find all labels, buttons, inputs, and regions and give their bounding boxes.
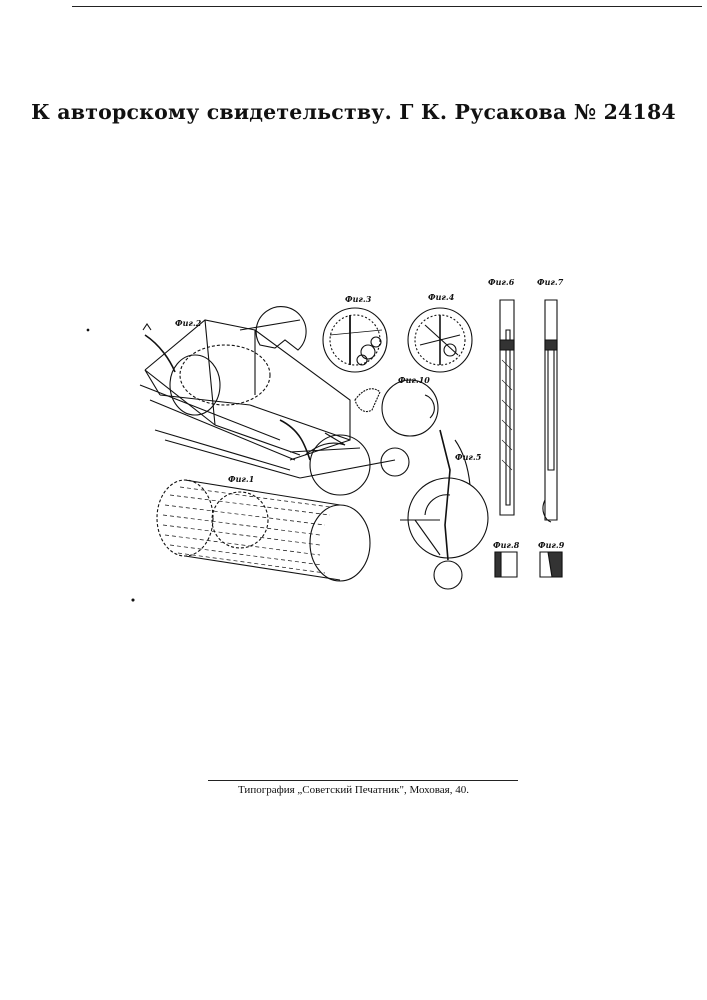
- figure-8-section-drawing: Фиг.8: [493, 540, 520, 577]
- figure-6-label: Фиг.6: [488, 277, 515, 287]
- figure-6-rod-section: Фиг.6: [488, 277, 515, 515]
- printer-imprint: Типография „Советский Печатник", Моховая…: [0, 784, 707, 796]
- figure-3-disc-drawing: Фиг.3: [323, 294, 387, 372]
- figure-8-label: Фиг.8: [493, 540, 520, 550]
- figure-4-label: Фиг.4: [428, 292, 455, 302]
- figure-3-label: Фиг.3: [345, 294, 372, 304]
- figure-1-drum-drawing: Фиг.1: [157, 474, 370, 581]
- figure-4-disc-drawing: Фиг.4: [408, 292, 472, 372]
- figure-10-disc-drawing: Фиг.10: [355, 375, 438, 436]
- figure-9-label: Фиг.9: [538, 540, 565, 550]
- figure-10-label: Фиг.10: [398, 375, 430, 385]
- figure-1-label: Фиг.1: [228, 474, 254, 484]
- footer-rule: [208, 780, 518, 781]
- figure-7-label: Фиг.7: [537, 277, 564, 287]
- figure-5-label: Фиг.5: [455, 452, 482, 462]
- figure-2-label: Фиг.2: [175, 318, 202, 328]
- figure-5-wheel-drawing: Фиг.5: [400, 430, 488, 589]
- figure-7-rod-drawing: Фиг.7: [537, 277, 564, 522]
- figure-2-frame-drawing: Фиг.2: [140, 307, 409, 495]
- figure-9-section-drawing: Фиг.9: [538, 540, 565, 577]
